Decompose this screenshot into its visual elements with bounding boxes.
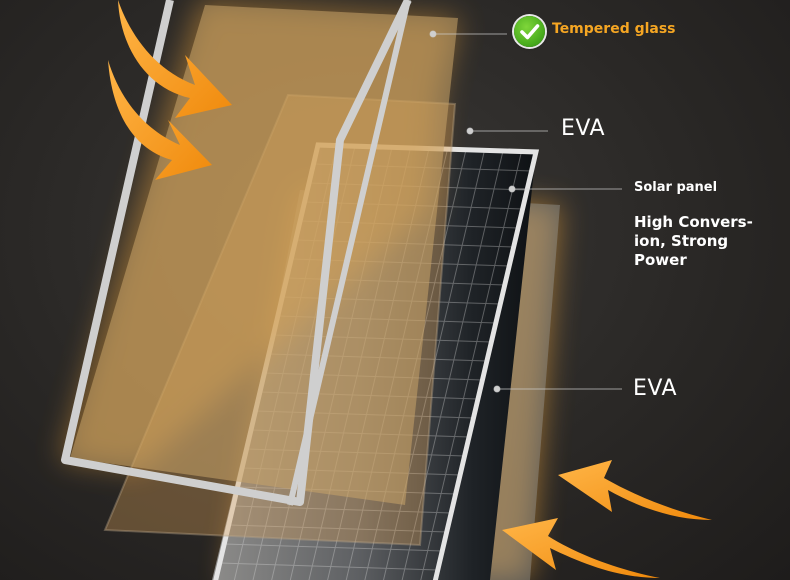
arrow-bottom-2 — [502, 518, 660, 578]
check-circle-icon — [514, 16, 545, 47]
description-line: High Convers- — [634, 213, 753, 231]
tempered-glass-layer — [60, 0, 460, 506]
arrow-top-1 — [118, 0, 232, 118]
tempered-glass-label: Tempered glass — [552, 21, 676, 37]
solar-panel-label: Solar panel — [634, 180, 718, 195]
description-line: Power — [634, 251, 687, 269]
arrow-top-2 — [108, 60, 212, 180]
solar-panel-description: High Convers- ion, Strong Power — [634, 213, 774, 270]
eva-top-label: EVA — [561, 116, 606, 141]
description-line: ion, Strong — [634, 232, 729, 250]
eva-bottom-label: EVA — [633, 376, 678, 401]
arrow-bottom-1 — [558, 460, 712, 520]
leader-lines — [429, 30, 622, 393]
